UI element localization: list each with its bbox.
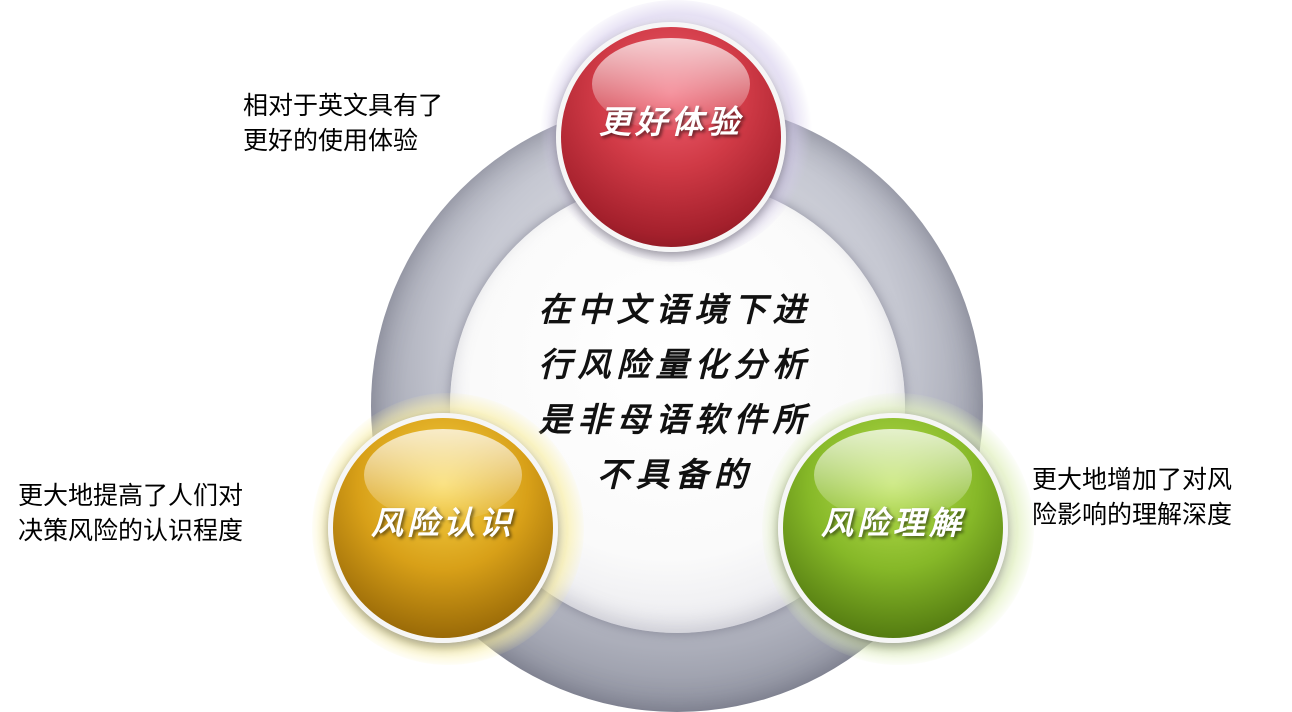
- node-better-experience: 更好体验: [556, 22, 786, 252]
- note-right: 更大地增加了对风 险影响的理解深度: [1032, 462, 1232, 532]
- node-label: 风险认识: [370, 504, 515, 542]
- center-line: 行风险量化分析: [538, 345, 812, 384]
- center-line: 不具备的: [597, 455, 753, 494]
- note-top: 相对于英文具有了 更好的使用体验: [243, 88, 443, 158]
- node-risk-understanding: 风险理解: [778, 413, 1008, 643]
- center-line: 是非母语软件所: [538, 400, 812, 439]
- note-line: 险影响的理解深度: [1032, 500, 1233, 529]
- node-label: 风险理解: [820, 504, 965, 542]
- node-label: 更好体验: [598, 103, 743, 141]
- note-line: 相对于英文具有了: [243, 91, 444, 120]
- node-risk-awareness: 风险认识: [328, 413, 558, 643]
- center-line: 在中文语境下进: [538, 290, 812, 329]
- note-line: 更大地增加了对风: [1032, 465, 1233, 494]
- center-statement: 在中文语境下进 行风险量化分析 是非母语软件所 不具备的: [505, 282, 845, 502]
- note-line: 更好的使用体验: [243, 126, 419, 155]
- note-left: 更大地提高了人们对 决策风险的认识程度: [18, 478, 243, 548]
- note-line: 决策风险的认识程度: [18, 516, 244, 545]
- note-line: 更大地提高了人们对: [18, 481, 244, 510]
